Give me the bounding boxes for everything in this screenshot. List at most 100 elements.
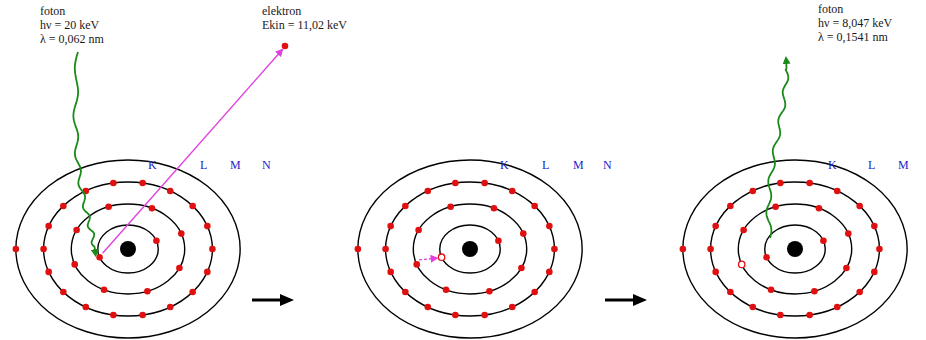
electron <box>387 269 394 276</box>
electron <box>777 180 784 187</box>
electron <box>806 312 813 319</box>
step-arrow <box>605 299 643 302</box>
annotation-text: hν = 8,047 keV <box>818 16 892 30</box>
electron <box>520 230 527 237</box>
annotation-text: elektron <box>262 4 301 18</box>
electron <box>402 203 409 210</box>
electron <box>139 180 146 187</box>
electron <box>834 304 841 311</box>
electron <box>189 289 196 296</box>
electron <box>680 246 687 253</box>
electron <box>707 246 714 253</box>
electron <box>149 205 156 212</box>
electron <box>845 230 852 237</box>
electron <box>204 269 211 276</box>
electron <box>144 288 151 295</box>
electron <box>712 223 719 230</box>
electron <box>60 289 67 296</box>
electron <box>105 203 112 210</box>
electron <box>518 265 525 272</box>
nucleus <box>120 241 136 257</box>
vacancy <box>438 254 444 260</box>
step-arrow <box>252 299 290 302</box>
electron <box>13 246 20 253</box>
electron <box>768 286 775 293</box>
electron <box>452 312 459 319</box>
electron <box>45 223 52 230</box>
electron <box>402 289 409 296</box>
electron <box>73 227 80 234</box>
shell-label: L <box>200 158 207 172</box>
electron <box>834 188 841 195</box>
electron <box>876 246 883 253</box>
electron <box>101 286 108 293</box>
electron <box>546 223 553 230</box>
electron <box>110 180 117 187</box>
electron <box>481 312 488 319</box>
electron <box>486 288 493 295</box>
electron <box>447 203 454 210</box>
electron <box>740 227 747 234</box>
electron-path <box>103 50 282 253</box>
electron <box>71 261 78 268</box>
electron-shell <box>765 225 825 273</box>
electron <box>189 203 196 210</box>
electron <box>509 188 516 195</box>
electron <box>415 227 422 234</box>
electron <box>772 203 779 210</box>
electron <box>382 246 389 253</box>
electron <box>811 288 818 295</box>
electron-shell <box>44 182 213 316</box>
electron <box>749 188 756 195</box>
photon-wave <box>766 58 788 238</box>
electron <box>820 237 827 244</box>
electron <box>82 304 89 311</box>
annotation-text: foton <box>818 2 843 16</box>
shell-label: L <box>868 158 875 172</box>
electron <box>355 246 362 253</box>
shell-label: K <box>500 158 509 172</box>
vacancy <box>739 261 745 267</box>
electron <box>60 203 67 210</box>
electron <box>424 304 431 311</box>
electron <box>167 304 174 311</box>
ejected-electron <box>282 43 289 50</box>
shell-label: M <box>898 158 909 172</box>
electron <box>871 223 878 230</box>
shell-label: L <box>542 158 549 172</box>
electron <box>763 254 770 261</box>
electron <box>712 269 719 276</box>
electron <box>176 265 183 272</box>
nucleus <box>462 241 478 257</box>
electron <box>871 269 878 276</box>
electron-shell <box>738 204 851 294</box>
electron <box>843 265 850 272</box>
electron-shell <box>71 204 184 294</box>
annotation-text: Ekin = 11,02 keV <box>262 18 347 32</box>
shell-label: N <box>603 158 612 172</box>
electron-shell <box>413 204 526 294</box>
electron <box>387 223 394 230</box>
transition-arrow <box>419 258 437 260</box>
electron <box>153 237 160 244</box>
electron <box>531 203 538 210</box>
annotation-text: λ = 0,062 nm <box>40 32 104 46</box>
electron <box>856 289 863 296</box>
annotation-text: λ = 0,1541 nm <box>818 30 888 44</box>
nucleus <box>787 241 803 257</box>
electron-shell <box>386 182 555 316</box>
electron-shell <box>358 160 582 338</box>
electron <box>481 180 488 187</box>
electron <box>209 246 216 253</box>
electron <box>452 180 459 187</box>
electron <box>551 246 558 253</box>
shell-label: K <box>828 158 837 172</box>
shell-label: M <box>230 158 241 172</box>
electron <box>495 237 502 244</box>
electron <box>178 230 185 237</box>
electron <box>816 205 823 212</box>
annotation-text: foton <box>40 4 65 18</box>
electron <box>531 289 538 296</box>
